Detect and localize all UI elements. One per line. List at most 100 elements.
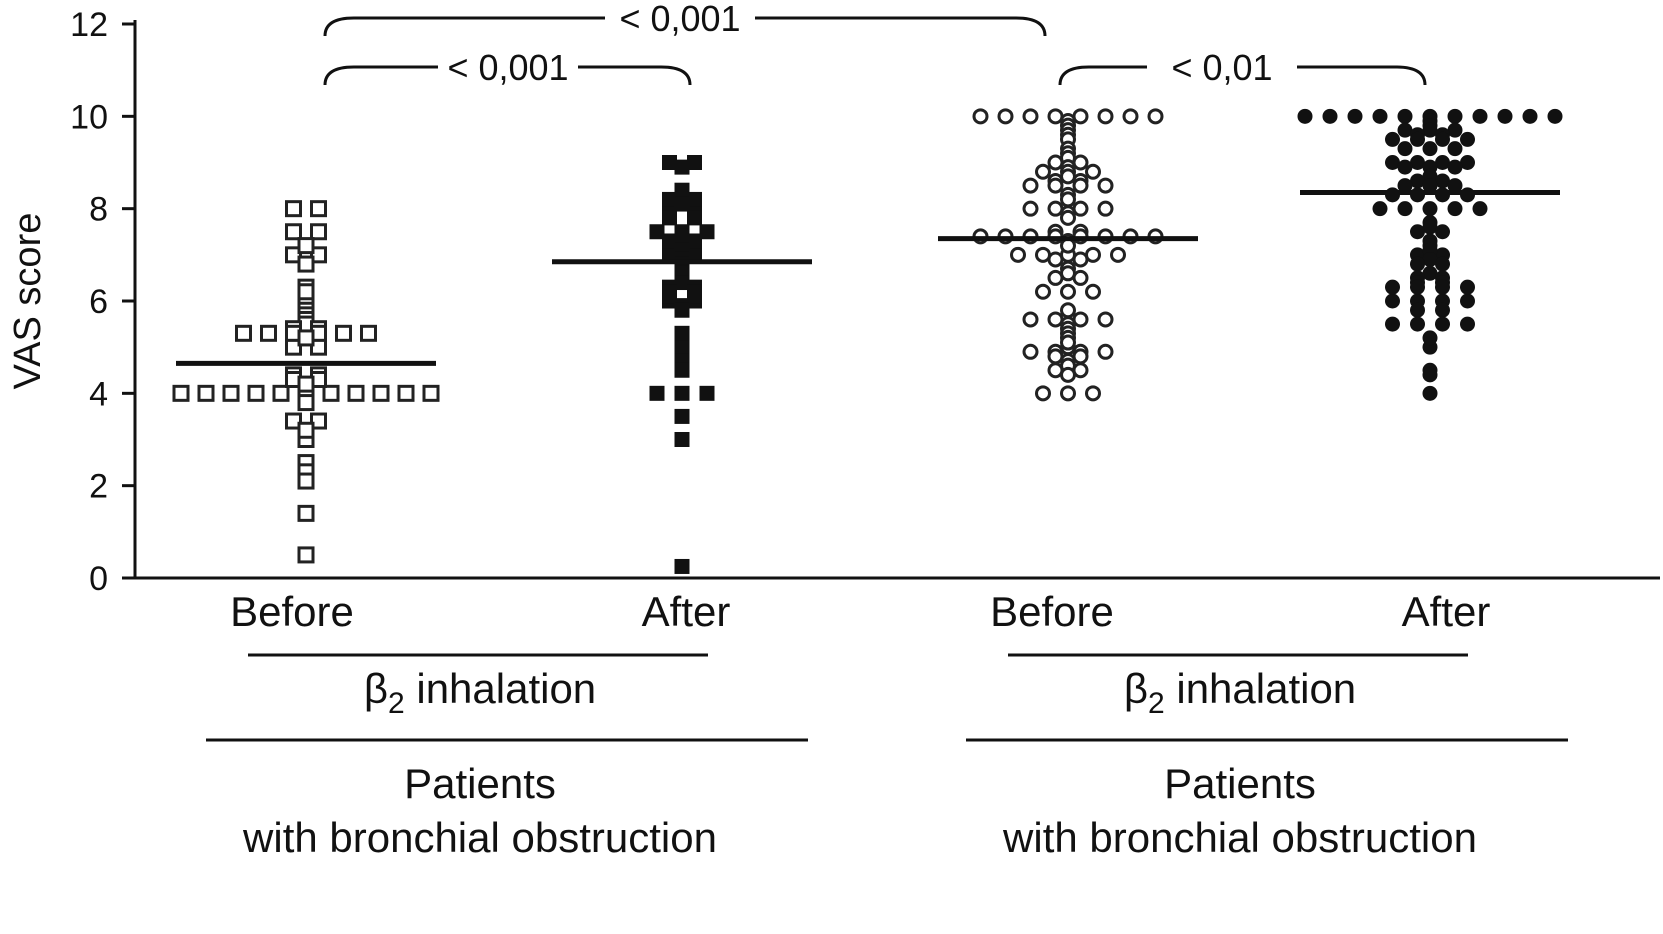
data-point — [1410, 302, 1425, 318]
data-point — [1547, 108, 1563, 124]
data-point — [1097, 311, 1114, 328]
data-point — [1410, 279, 1425, 295]
data-point — [1047, 269, 1064, 286]
data-point — [1410, 173, 1425, 189]
data-point — [1460, 316, 1475, 332]
data-point — [1497, 108, 1513, 124]
data-point — [1435, 256, 1450, 272]
data-point — [297, 237, 315, 255]
data-point — [285, 223, 302, 241]
group-patients-label: with bronchial obstruction — [1002, 814, 1477, 861]
data-point — [1022, 343, 1039, 360]
data-point — [1060, 385, 1076, 402]
data-point — [1047, 177, 1064, 194]
data-point — [1435, 155, 1450, 170]
data-point — [1460, 293, 1475, 309]
data-point — [1410, 155, 1425, 170]
data-point — [1397, 108, 1413, 124]
data-point — [297, 375, 315, 393]
data-point — [372, 384, 390, 402]
data-point — [1397, 122, 1413, 138]
y-tick-label: 0 — [89, 560, 108, 598]
data-point — [1447, 122, 1463, 138]
data-point — [247, 384, 265, 402]
data-point — [1385, 316, 1400, 332]
category-label: After — [1402, 588, 1491, 635]
data-point — [649, 385, 665, 401]
data-point — [1397, 201, 1413, 217]
data-point — [1372, 108, 1388, 124]
data-point — [1460, 155, 1475, 170]
p-value-label: < 0,001 — [447, 47, 568, 88]
data-point — [322, 384, 340, 402]
data-point — [1385, 279, 1400, 295]
data-point — [1422, 178, 1438, 194]
data-point — [1522, 108, 1538, 124]
data-point — [1397, 159, 1413, 175]
data-point — [1147, 108, 1164, 125]
data-point — [310, 246, 327, 264]
data-point — [422, 384, 440, 402]
data-point — [1385, 131, 1400, 147]
data-point — [1435, 224, 1450, 240]
data-point — [1385, 293, 1400, 309]
significance-bracket — [323, 16, 605, 37]
data-point — [674, 159, 690, 175]
data-point — [1097, 200, 1114, 217]
data-point — [197, 384, 215, 402]
data-point — [662, 288, 677, 304]
data-point — [1435, 302, 1450, 318]
data-point — [1422, 251, 1438, 267]
data-point — [1072, 269, 1089, 286]
data-point — [285, 412, 302, 430]
data-point — [1085, 385, 1101, 402]
data-point — [1060, 302, 1076, 319]
y-tick-label: 10 — [70, 98, 108, 136]
data-point — [674, 302, 690, 318]
data-point — [1022, 311, 1039, 328]
y-tick-label: 6 — [89, 283, 108, 321]
data-point — [1397, 178, 1413, 194]
significance-bracket — [755, 16, 1047, 37]
y-tick-label: 2 — [89, 468, 108, 506]
data-point — [1422, 367, 1438, 383]
data-point — [1010, 246, 1026, 263]
data-point — [1422, 122, 1438, 138]
data-point — [687, 191, 702, 207]
group-treatment-label: β2 inhalation — [1124, 665, 1356, 720]
data-point — [297, 255, 315, 273]
data-point — [1472, 108, 1488, 124]
data-point — [285, 200, 302, 218]
data-point — [674, 325, 690, 341]
data-point — [1097, 108, 1114, 125]
data-point — [297, 421, 315, 439]
data-point — [1372, 201, 1388, 217]
data-point — [1085, 283, 1101, 300]
data-point — [1447, 178, 1463, 194]
data-point — [1122, 108, 1139, 125]
data-point — [272, 384, 290, 402]
data-point — [1422, 201, 1438, 217]
data-point — [1460, 131, 1475, 147]
significance-bracket — [323, 65, 438, 86]
y-tick-label: 4 — [89, 375, 108, 413]
data-point — [1072, 251, 1089, 268]
data-point — [674, 275, 690, 291]
data-point — [687, 247, 702, 263]
data-point — [1447, 108, 1463, 124]
data-point — [699, 224, 715, 240]
data-point — [235, 324, 252, 342]
data-point — [1435, 131, 1450, 147]
data-point — [1035, 163, 1051, 180]
data-point — [674, 362, 690, 378]
group-patients-label: Patients — [1164, 760, 1316, 807]
data-point — [297, 546, 315, 564]
data-point — [687, 288, 702, 304]
data-point — [397, 384, 415, 402]
data-point — [1410, 316, 1425, 332]
data-point — [1447, 201, 1463, 217]
data-point — [1422, 385, 1438, 401]
data-point — [662, 155, 677, 170]
data-point — [1435, 173, 1450, 189]
